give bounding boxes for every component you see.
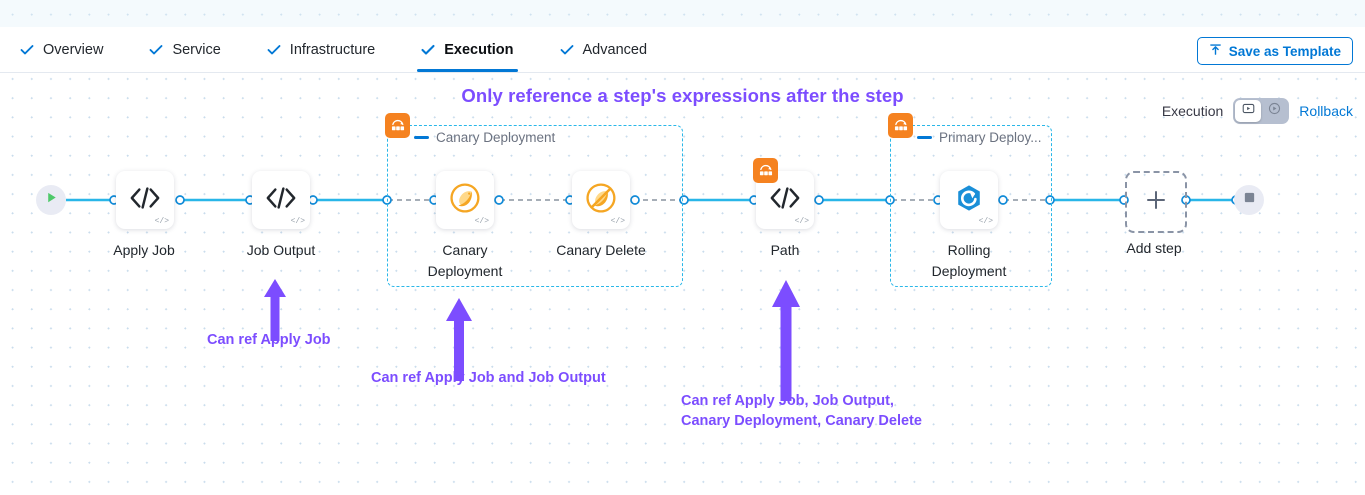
- tab-overview[interactable]: Overview: [20, 27, 103, 72]
- step-group-icon: [888, 113, 913, 138]
- mode-switch-track[interactable]: [1233, 98, 1290, 124]
- step-group-icon: [385, 113, 410, 138]
- execution-label: Execution: [1161, 103, 1224, 119]
- canvas-top-strip: [0, 0, 1365, 27]
- tab-service[interactable]: Service: [149, 27, 221, 72]
- node-type-mini-icon: </>: [794, 217, 809, 226]
- check-icon: [20, 43, 34, 57]
- annotation-arrow-path: [772, 280, 800, 401]
- step-node-label-job-output: Job Output: [246, 242, 316, 258]
- execution-play-icon: [1242, 102, 1255, 120]
- plus-icon: [1144, 188, 1168, 217]
- node-type-mini-icon: </>: [154, 217, 169, 226]
- annotation-arrow-canary-deployment: [446, 298, 472, 381]
- step-node-label-path: Path: [770, 242, 800, 258]
- stop-end-icon: [1243, 191, 1256, 209]
- code-brackets-icon: [129, 185, 161, 216]
- tab-label: Service: [172, 41, 221, 58]
- node-type-mini-icon: </>: [290, 217, 305, 226]
- step-node-label-canary-deployment: Canary Deployment: [427, 242, 503, 279]
- tab-execution[interactable]: Execution: [417, 27, 518, 72]
- pipeline-start-node[interactable]: [36, 185, 66, 215]
- execution-mode-button[interactable]: [1235, 100, 1262, 122]
- page-headline: Only reference a step's expressions afte…: [461, 85, 904, 106]
- pipeline-end-node[interactable]: [1234, 185, 1264, 215]
- check-icon: [421, 43, 435, 57]
- step-group-header-primary[interactable]: Primary Deploy...: [917, 130, 1046, 145]
- annotation-arrow-apply-job: [264, 279, 286, 341]
- step-group-icon: [753, 158, 778, 183]
- step-group-label: Primary Deploy...: [939, 130, 1042, 145]
- canary-bird-icon: [449, 182, 481, 219]
- node-type-mini-icon: </>: [474, 217, 489, 226]
- execution-rollback-switch: Execution Rollback: [1162, 98, 1353, 124]
- step-node-canary-deployment[interactable]: </>: [436, 171, 494, 229]
- play-start-icon: [44, 190, 59, 210]
- step-node-label-apply-job: Apply Job: [113, 242, 175, 258]
- step-group-header-canary[interactable]: Canary Deployment: [414, 130, 559, 145]
- step-group-label: Canary Deployment: [436, 130, 556, 145]
- annotation-text-apply-job: Can ref Apply Job: [207, 332, 331, 348]
- rollback-play-icon: [1268, 102, 1281, 120]
- stage-tab-bar: Overview Service Infrastructure Executio…: [0, 27, 1365, 73]
- tab-label: Infrastructure: [289, 41, 376, 58]
- upload-template-icon: [1209, 43, 1222, 59]
- step-node-rolling-deployment[interactable]: </>: [940, 171, 998, 229]
- annotation-text-canary-deployment: Can ref Apply Job and Job Output: [371, 370, 606, 386]
- tab-advanced[interactable]: Advanced: [560, 27, 648, 72]
- step-node-job-output[interactable]: </>: [252, 171, 310, 229]
- add-step-label: Add step: [1126, 240, 1182, 256]
- code-brackets-icon: [769, 185, 801, 216]
- rollback-link[interactable]: Rollback: [1299, 103, 1353, 119]
- check-icon: [267, 43, 281, 57]
- node-type-mini-icon: </>: [610, 217, 625, 226]
- tab-label: Advanced: [582, 41, 648, 58]
- tab-infrastructure[interactable]: Infrastructure: [267, 27, 375, 72]
- check-icon: [560, 43, 574, 57]
- rollback-mode-button[interactable]: [1261, 100, 1287, 122]
- collapse-toggle-icon[interactable]: [917, 136, 932, 139]
- step-node-label-canary-delete: Canary Delete: [556, 242, 646, 258]
- step-node-label-rolling-deployment: Rolling Deployment: [931, 242, 1007, 279]
- canary-bird-delete-icon: [585, 182, 617, 219]
- step-group-primary-deployment[interactable]: Primary Deploy...: [888, 113, 1052, 287]
- save-as-template-button[interactable]: Save as Template: [1196, 37, 1353, 65]
- check-icon: [149, 43, 163, 57]
- step-node-canary-delete[interactable]: </>: [572, 171, 630, 229]
- save-as-template-label: Save as Template: [1228, 43, 1341, 59]
- step-group-canary-deployment[interactable]: Canary Deployment: [385, 113, 683, 287]
- add-step-button[interactable]: [1125, 171, 1187, 233]
- node-type-mini-icon: </>: [978, 217, 993, 226]
- code-brackets-icon: [265, 185, 297, 216]
- pipeline-graph: Canary Deployment Primary Deploy...: [0, 27, 1365, 495]
- tab-label: Overview: [43, 41, 104, 58]
- step-node-apply-job[interactable]: </>: [116, 171, 174, 229]
- step-node-path[interactable]: </>: [753, 158, 814, 229]
- tab-label: Execution: [444, 41, 514, 58]
- collapse-toggle-icon[interactable]: [414, 136, 429, 139]
- rolling-hex-icon: [954, 183, 984, 218]
- annotation-text-path: Can ref Apply Job, Job Output, Canary De…: [681, 393, 922, 429]
